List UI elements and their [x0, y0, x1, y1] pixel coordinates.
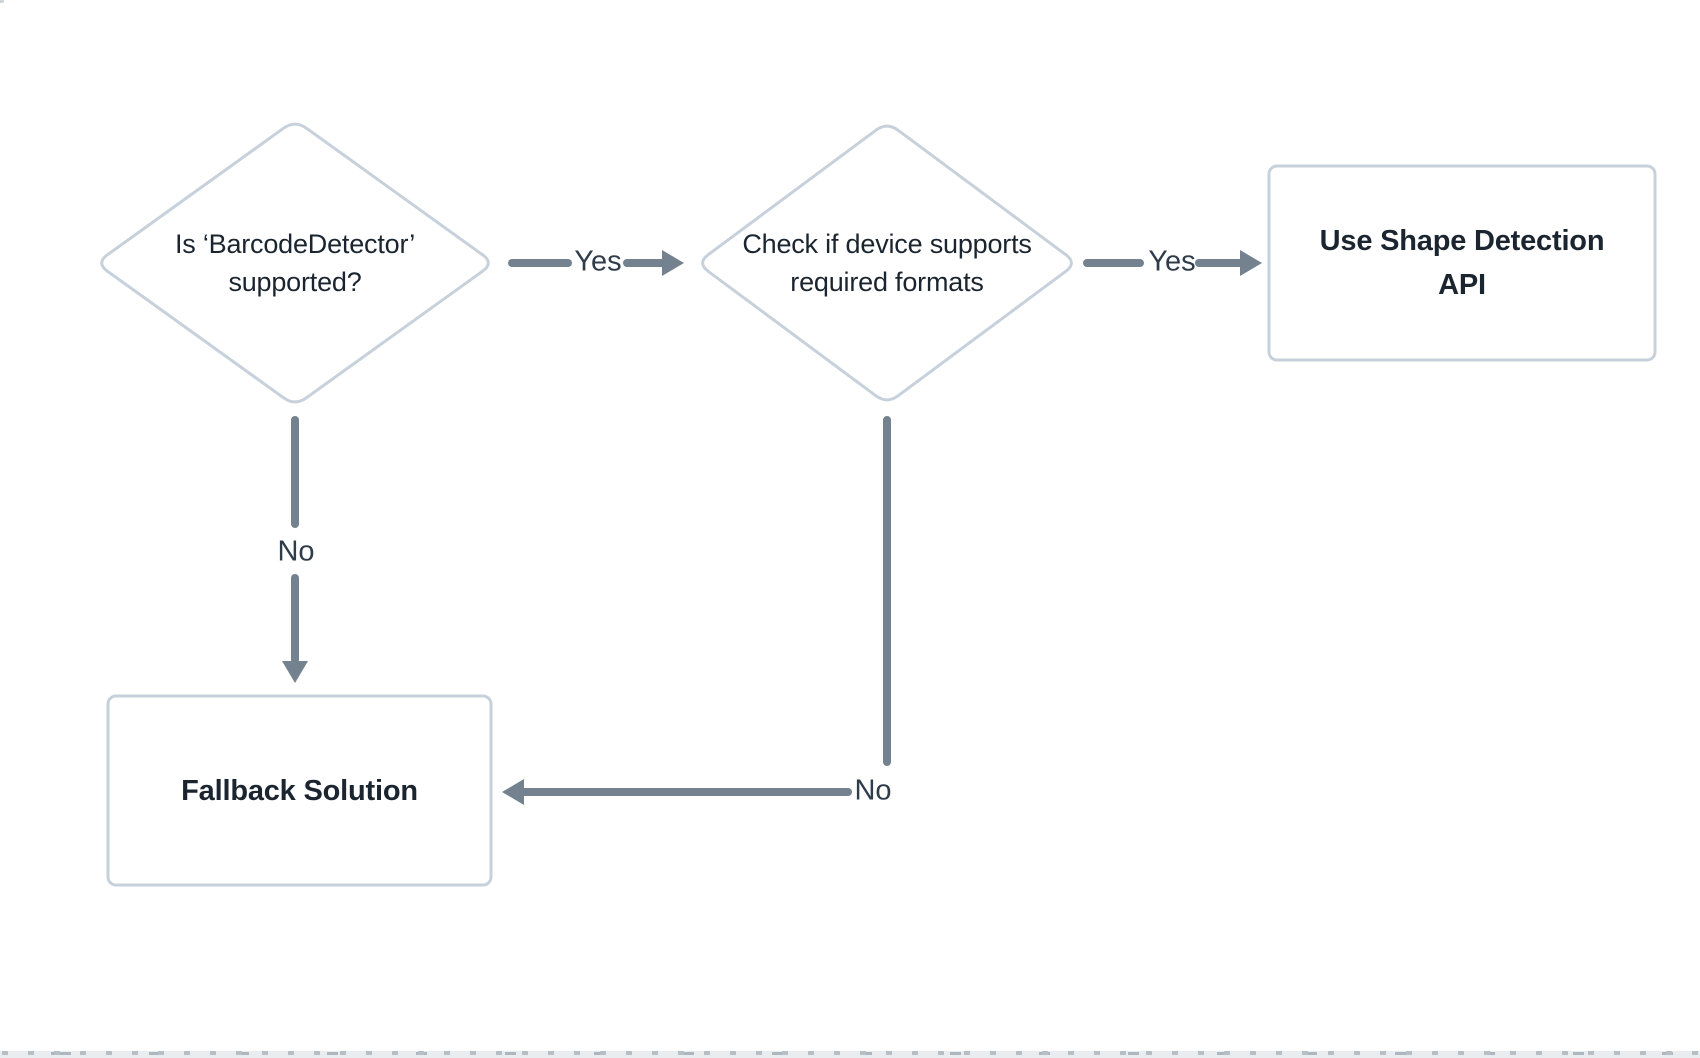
decision-diamond-barcode-supported — [100, 122, 490, 404]
node-text-device-formats: Check if device supports required format… — [742, 229, 1032, 297]
edge-no1-arrowhead-icon — [282, 661, 308, 683]
process-rect-use-shape-api — [1267, 164, 1657, 362]
edge-no2-arrowhead-icon — [502, 779, 524, 805]
edge-label-yes1: Yes — [574, 245, 622, 278]
edge-yes1-arrowhead-icon — [662, 250, 684, 276]
edge-label-no2: No — [854, 774, 892, 807]
top-left-speck — [0, 0, 4, 3]
decision-diamond-device-formats — [701, 124, 1073, 402]
node-text-fallback: Fallback Solution — [181, 774, 418, 807]
node-text-barcode-supported: Is ‘BarcodeDetector’ supported? — [174, 229, 416, 297]
node-text-use-shape-api: Use Shape Detection API — [1319, 225, 1605, 301]
edge-label-yes2: Yes — [1148, 245, 1196, 278]
bottom-strip-marks — [0, 1051, 1700, 1055]
edge-label-no1: No — [277, 535, 315, 568]
process-rect-fallback — [106, 694, 493, 887]
bottom-cutoff-strip — [0, 1051, 1700, 1058]
edge-yes2-arrowhead-icon — [1240, 250, 1262, 276]
